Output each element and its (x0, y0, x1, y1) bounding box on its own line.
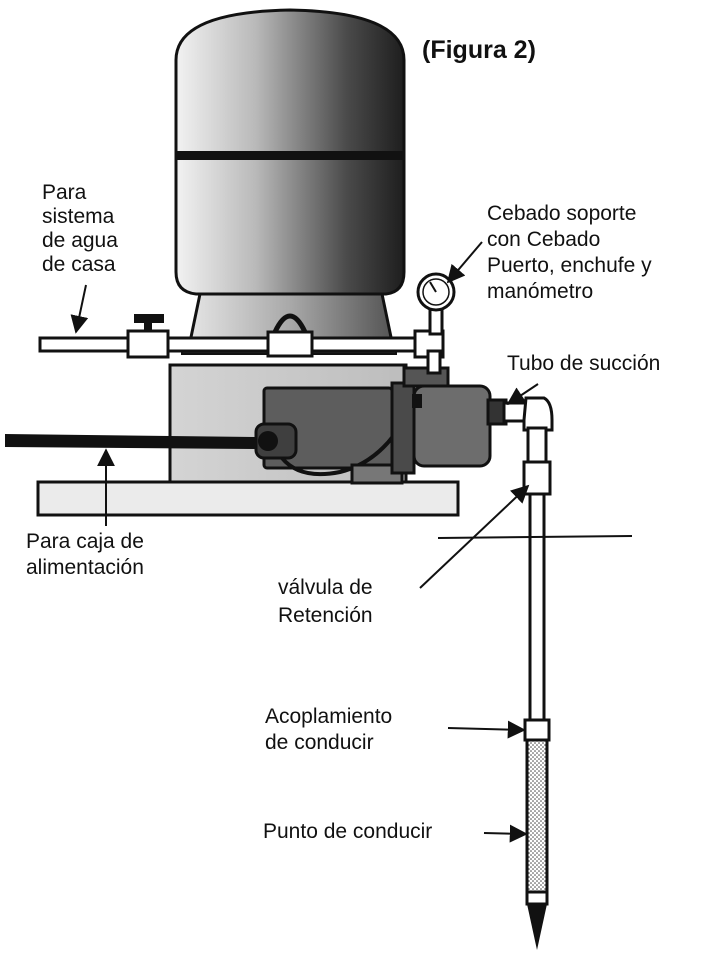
label-line: de agua (42, 229, 118, 252)
discharge-pipe (38, 313, 445, 375)
label-line: Retención (278, 604, 373, 627)
label-line: válvula de (278, 576, 373, 599)
label-line: Puerto, enchufe y (487, 254, 652, 277)
arrow-drive-point (483, 824, 528, 843)
label-drive-point: Punto de conducir (263, 820, 433, 843)
label-line: Para caja de (26, 530, 144, 553)
arrow-drive-coupling (447, 720, 526, 739)
arrow-prime-port (446, 241, 483, 284)
label-line: con Cebado (487, 228, 601, 251)
drive-coupling (523, 718, 551, 742)
label-line: de conducir (265, 731, 374, 754)
power-cord (5, 434, 258, 449)
label-line: de casa (42, 253, 116, 276)
tank-band (176, 151, 404, 160)
suction-pipe (502, 396, 554, 724)
arrow-suction-pipe (506, 383, 539, 405)
label-line: Acoplamiento (265, 705, 393, 728)
label-suction-pipe: Tubo de succión (507, 352, 661, 375)
ground-line (437, 535, 633, 539)
pump-head (390, 366, 508, 475)
pressure-gauge (416, 272, 456, 336)
label-line: manómetro (487, 280, 594, 303)
arrow-house-water (70, 284, 89, 334)
label-line: alimentación (26, 556, 144, 579)
arrow-check-valve (419, 484, 530, 589)
label-line: Cebado soporte (487, 202, 637, 225)
label-line: sistema (42, 205, 115, 228)
base-platform (36, 480, 460, 517)
label-line: Para (42, 181, 87, 204)
pump-motor (254, 386, 406, 485)
pressure-tank (174, 8, 406, 296)
drive-point (525, 738, 549, 950)
figure-title: (Figura 2) (422, 36, 536, 64)
